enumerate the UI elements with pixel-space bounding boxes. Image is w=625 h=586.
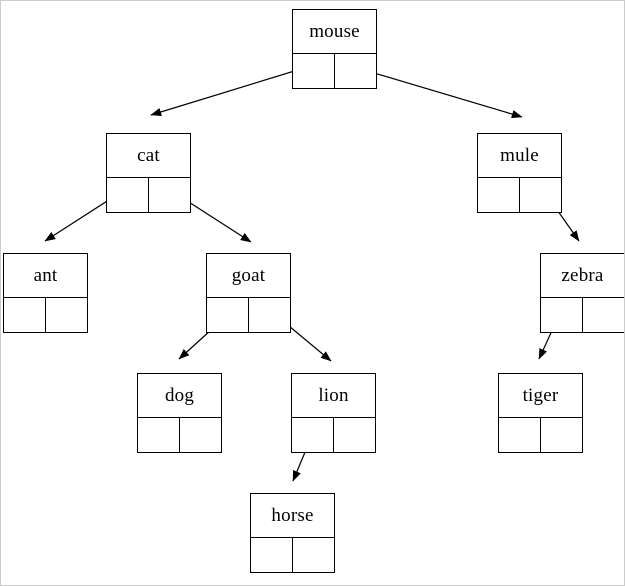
pointer-row-dog [138, 418, 221, 452]
right-pointer-cell-lion [334, 418, 376, 452]
pointer-row-cat [107, 178, 190, 212]
tree-node-label-horse: horse [251, 494, 334, 538]
tree-node-ant[interactable]: ant [3, 253, 88, 333]
tree-node-mule[interactable]: mule [477, 133, 562, 213]
right-pointer-cell-mule [520, 178, 562, 212]
tree-node-label-cat: cat [107, 134, 190, 178]
tree-node-label-dog: dog [138, 374, 221, 418]
left-pointer-cell-lion [292, 418, 334, 452]
pointer-row-tiger [499, 418, 582, 452]
pointer-row-lion [292, 418, 375, 452]
tree-node-label-tiger: tiger [499, 374, 582, 418]
left-pointer-cell-cat [107, 178, 149, 212]
tree-node-tiger[interactable]: tiger [498, 373, 583, 453]
pointer-row-mule [478, 178, 561, 212]
right-pointer-cell-dog [180, 418, 222, 452]
left-pointer-cell-mule [478, 178, 520, 212]
right-pointer-cell-mouse [335, 54, 377, 88]
tree-node-label-mouse: mouse [293, 10, 376, 54]
tree-node-cat[interactable]: cat [106, 133, 191, 213]
right-pointer-cell-horse [293, 538, 335, 572]
left-pointer-cell-zebra [541, 298, 583, 332]
left-pointer-cell-horse [251, 538, 293, 572]
pointer-row-goat [207, 298, 290, 332]
left-pointer-cell-ant [4, 298, 46, 332]
tree-node-mouse[interactable]: mouse [292, 9, 377, 89]
tree-node-label-goat: goat [207, 254, 290, 298]
tree-node-label-mule: mule [478, 134, 561, 178]
pointer-row-mouse [293, 54, 376, 88]
right-pointer-cell-goat [249, 298, 291, 332]
right-pointer-cell-cat [149, 178, 191, 212]
right-pointer-cell-ant [46, 298, 88, 332]
tree-node-dog[interactable]: dog [137, 373, 222, 453]
pointer-row-horse [251, 538, 334, 572]
pointer-row-ant [4, 298, 87, 332]
tree-edge-mouse-to-cat [150, 64, 315, 117]
left-pointer-cell-mouse [293, 54, 335, 88]
tree-node-label-lion: lion [292, 374, 375, 418]
tree-node-lion[interactable]: lion [291, 373, 376, 453]
right-pointer-cell-zebra [583, 298, 625, 332]
tree-edge-mouse-to-mule [353, 66, 523, 119]
tree-node-label-zebra: zebra [541, 254, 624, 298]
left-pointer-cell-goat [207, 298, 249, 332]
left-pointer-cell-dog [138, 418, 180, 452]
pointer-row-zebra [541, 298, 624, 332]
tree-node-label-ant: ant [4, 254, 87, 298]
tree-node-zebra[interactable]: zebra [540, 253, 624, 333]
right-pointer-cell-tiger [541, 418, 583, 452]
tree-node-goat[interactable]: goat [206, 253, 291, 333]
tree-node-horse[interactable]: horse [250, 493, 335, 573]
left-pointer-cell-tiger [499, 418, 541, 452]
